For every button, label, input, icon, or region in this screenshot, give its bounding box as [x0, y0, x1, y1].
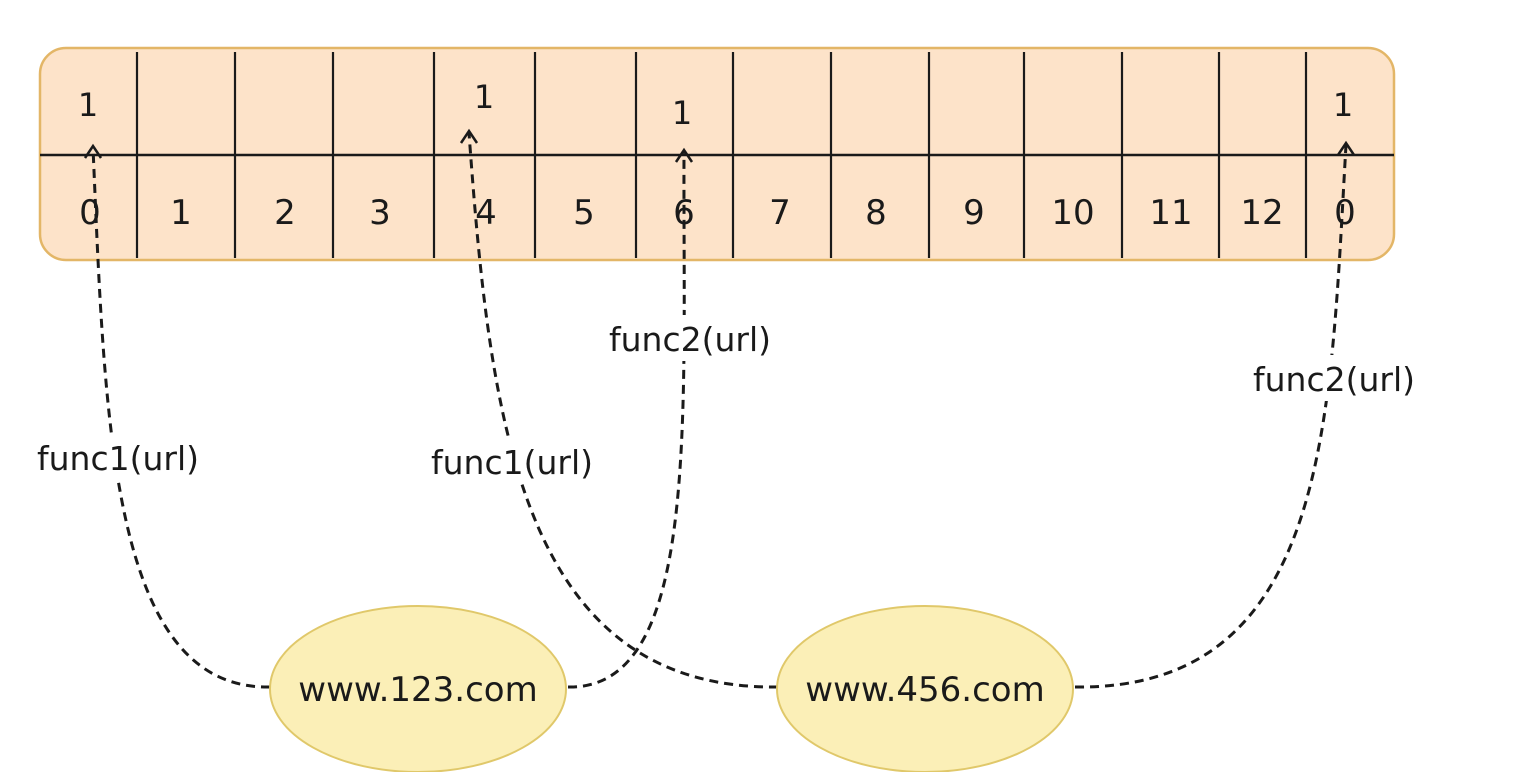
- bit-index-label: 0: [1334, 193, 1356, 233]
- bit-index-label: 3: [369, 193, 391, 233]
- hash-edges: func1(url) func2(url) func1(url) func2(url): [23, 128, 1429, 689]
- hash-function-label: func2(url): [1253, 360, 1415, 399]
- hash-label-backdrop: [595, 315, 785, 361]
- bit-index-label: 1: [170, 193, 192, 233]
- bit-value-label: 1: [1333, 86, 1353, 124]
- hash-function-label: func1(url): [431, 443, 593, 482]
- bit-index-label: 12: [1240, 193, 1283, 233]
- bit-index-label: 8: [865, 193, 887, 233]
- bit-index-label: 7: [769, 193, 791, 233]
- url-node-site-456: www.456.com: [776, 605, 1074, 772]
- bit-value-label: 1: [474, 78, 494, 116]
- url-node-label: www.456.com: [805, 670, 1044, 710]
- bit-index-label: 5: [573, 193, 595, 233]
- bit-index-label: 10: [1051, 193, 1094, 233]
- hash-function-label: func1(url): [37, 439, 199, 478]
- hash-edge-4: func2(url): [1074, 140, 1429, 689]
- hash-edge-path: [567, 151, 686, 689]
- url-node-shape: [269, 605, 567, 772]
- hash-edge-1: func1(url): [23, 143, 271, 689]
- bit-index-label: 0: [79, 193, 101, 233]
- arrowhead-icon: [459, 128, 479, 144]
- hash-label-backdrop: [417, 438, 607, 484]
- hash-edge-path: [91, 147, 271, 689]
- hash-label-backdrop: [23, 434, 213, 480]
- bit-value-label: 1: [672, 94, 692, 132]
- arrowhead-icon: [83, 143, 103, 159]
- bit-index-label: 9: [963, 193, 985, 233]
- arrowhead-icon: [674, 147, 694, 163]
- hash-label-backdrop: [1239, 355, 1429, 401]
- arrowhead-icon: [1336, 140, 1356, 156]
- url-node-shape: [776, 605, 1074, 772]
- bit-index-label: 4: [475, 193, 497, 233]
- hash-function-label: func2(url): [609, 320, 771, 359]
- bit-value-label: 1: [78, 86, 98, 124]
- url-node-label: www.123.com: [298, 670, 537, 710]
- url-node-site-123: www.123.com: [269, 605, 567, 772]
- url-nodes: www.123.com www.456.com: [269, 605, 1074, 772]
- hash-edge-path: [467, 132, 779, 689]
- hash-edge-path: [1074, 144, 1348, 689]
- bit-index-label: 2: [274, 193, 296, 233]
- hash-edge-3: func1(url): [417, 128, 779, 689]
- bit-index-label: 11: [1149, 193, 1192, 233]
- hash-edge-2: func2(url): [567, 147, 785, 689]
